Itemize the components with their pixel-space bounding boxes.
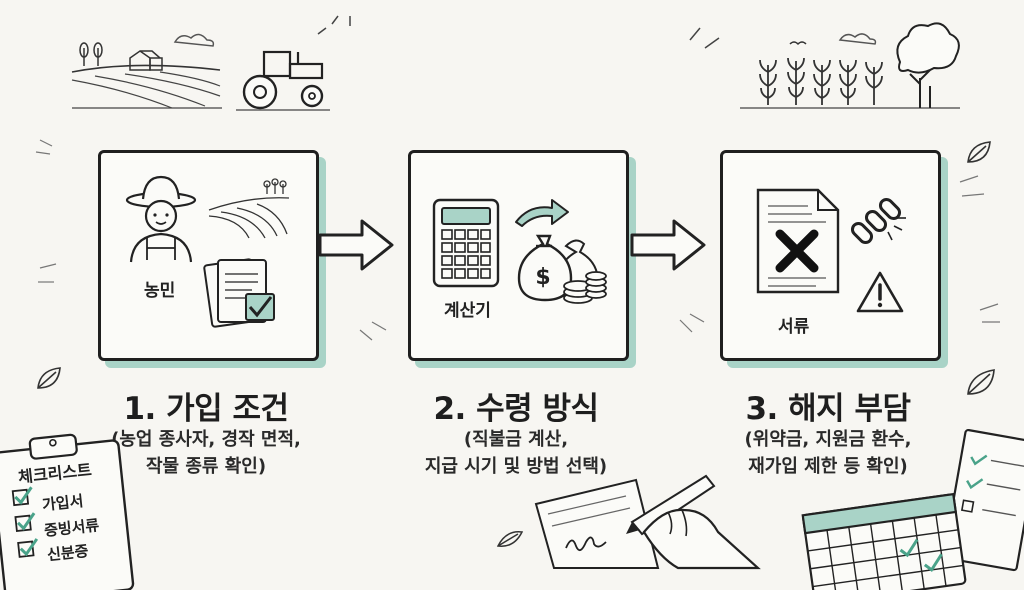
step-2-desc-line1: (직불금 계산, xyxy=(463,429,569,450)
leaf-icon xyxy=(967,369,995,395)
step-1-desc-line1: (농업 종사자, 경작 면적, xyxy=(111,429,301,450)
clipboard-icon xyxy=(0,433,135,590)
leaf-icon xyxy=(967,141,991,163)
warning-icon xyxy=(856,271,904,313)
step-1-desc-line2: 작물 종류 확인) xyxy=(145,456,267,477)
document-check-icon xyxy=(203,258,275,328)
money-bag-icon: $ xyxy=(517,234,607,304)
panel-3-label: 서류 xyxy=(778,317,810,337)
panel-2-label: 계산기 xyxy=(444,301,491,321)
arrow-right-icon xyxy=(318,219,394,271)
step-3-desc-line1: (위약금, 지원금 환수, xyxy=(744,429,912,450)
process-diagram: 농민 $ 계산기 xyxy=(0,15,1024,590)
broken-link-icon xyxy=(850,197,906,245)
step-3-title: 3. 해지 부담 xyxy=(745,391,911,427)
farmer-icon xyxy=(125,175,197,263)
step-2-title: 2. 수령 방식 xyxy=(433,391,599,427)
checklist-paper-icon xyxy=(942,428,1024,572)
leaf-icon xyxy=(37,367,61,389)
step-2-desc-line2: 지급 시기 및 방법 선택) xyxy=(424,456,608,477)
step-3-desc-line2: 재가입 제한 등 확인) xyxy=(748,456,908,477)
panel-1-label: 농민 xyxy=(144,281,176,301)
signing-hand-icon xyxy=(534,474,761,570)
farm-landscape-icon xyxy=(71,15,960,111)
step-1-title: 1. 가입 조건 xyxy=(123,391,289,427)
leaf-icon xyxy=(496,531,524,547)
curved-arrow-icon xyxy=(515,199,569,227)
cancelled-document-icon xyxy=(756,188,840,294)
calculator-icon xyxy=(432,198,500,288)
dollar-sign: $ xyxy=(535,265,550,290)
field-icon xyxy=(208,178,290,239)
sketch-strokes xyxy=(35,139,1000,341)
arrow-right-icon xyxy=(630,219,706,271)
